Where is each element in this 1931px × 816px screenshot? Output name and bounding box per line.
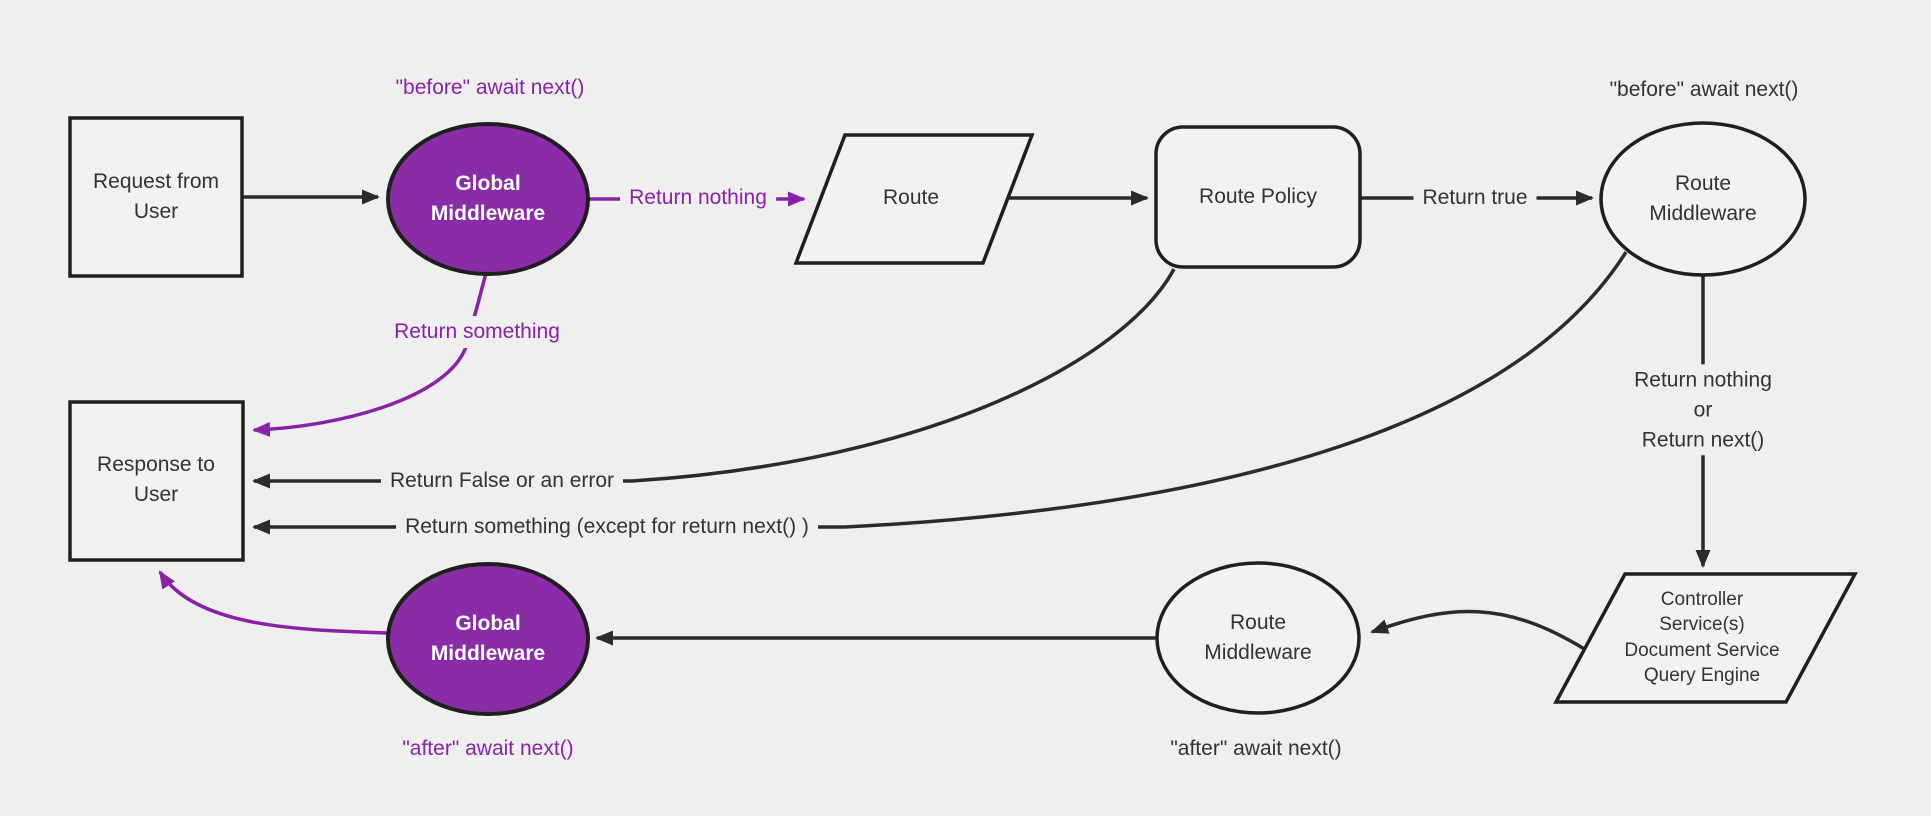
before-await-next-global-annotation: "before" await next() <box>395 76 585 100</box>
request-node-label: Request from User <box>92 170 220 223</box>
global-middleware-top-node-label: Global Middleware <box>430 172 546 225</box>
request-node-shape <box>68 116 244 278</box>
before-await-next-route-annotation: "before" await next() <box>1609 78 1799 102</box>
edge-route-policy-return-false-to-response <box>252 268 1176 489</box>
route-middleware-top-node-label: Route Middleware <box>1649 172 1757 225</box>
edge-global-middleware-return-something-to-response <box>252 272 488 437</box>
controller-node-shape <box>1553 572 1858 704</box>
edge-route-middleware-return-something-to-response <box>252 251 1628 535</box>
return-something-edge-label: Return something <box>385 316 569 348</box>
after-await-next-global-annotation: "after" await next() <box>402 737 574 761</box>
route-node-label: Route <box>882 186 940 210</box>
route-policy-node-shape <box>1154 125 1362 269</box>
route-node-shape <box>793 133 1035 265</box>
return-true-edge-label: Return true <box>1413 182 1537 214</box>
return-false-or-error-edge-label: Return False or an error <box>380 465 624 497</box>
edge-controller-to-route-middleware-bottom <box>1370 609 1587 652</box>
controller-node-label: Controller Service(s) Document Service Q… <box>1624 589 1780 687</box>
return-something-except-edge-label: Return something (except for return next… <box>396 511 818 543</box>
route-middleware-top-node-shape <box>1599 121 1807 277</box>
return-nothing-or-next-edge-label: Return nothing or Return next() <box>1625 364 1781 456</box>
global-middleware-top-node-shape <box>386 122 590 276</box>
after-await-next-route-annotation: "after" await next() <box>1170 737 1342 761</box>
global-middleware-bottom-node-label: Global Middleware <box>430 612 546 665</box>
edge-global-middleware-bottom-to-response <box>158 570 389 635</box>
response-node-shape <box>68 400 245 562</box>
response-node-label: Response to User <box>97 453 215 506</box>
route-middleware-bottom-node-label: Route Middleware <box>1204 611 1312 664</box>
route-middleware-bottom-node-shape <box>1155 561 1361 715</box>
route-policy-node-label: Route Policy <box>1199 185 1317 209</box>
return-nothing-edge-label: Return nothing <box>620 182 776 214</box>
global-middleware-bottom-node-shape <box>386 562 590 716</box>
